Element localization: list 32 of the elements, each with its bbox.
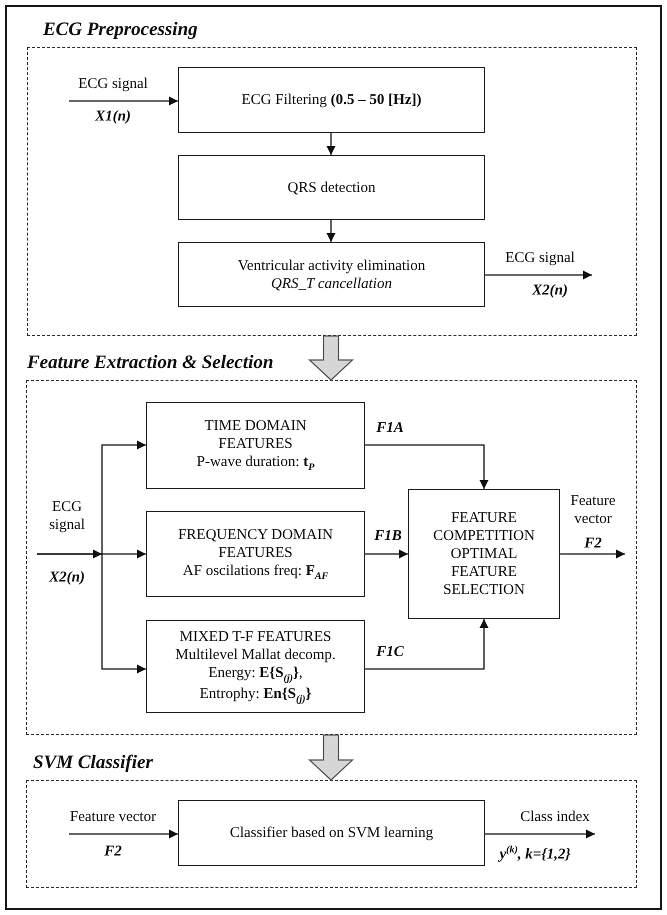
process-box: ECG Filtering (0.5 – 50 [Hz])	[178, 67, 485, 133]
signal-name: y$^{(k)}$, k={1,2}	[499, 846, 571, 864]
edge-label: ECG signal	[78, 75, 148, 93]
signal-name: X1(n)	[95, 108, 131, 126]
signal-name: F2	[584, 536, 602, 552]
arrow	[326, 133, 336, 155]
arrow	[326, 220, 336, 242]
arrow	[485, 270, 592, 280]
process-box: FEATURE COMPETITION OPTIMAL FEATURE SELECTION	[408, 489, 560, 619]
process-box: QRS detection	[178, 155, 485, 220]
section-heading: SVM Classifier	[33, 751, 153, 775]
arrow	[69, 96, 178, 106]
block-arrow	[308, 335, 354, 381]
section-heading: Feature Extraction & Selection	[27, 351, 274, 375]
arrow	[560, 550, 625, 558]
signal-name: X2(n)	[532, 282, 568, 300]
arrow	[365, 444, 488, 489]
process-box: FREQUENCY DOMAIN FEATURES AF oscilations freq: F$_{AF}$	[146, 511, 365, 597]
signal-name: X2(n)	[49, 570, 85, 586]
arrow	[485, 830, 595, 838]
section-heading: ECG Preprocessing	[43, 18, 198, 42]
signal-name: F2	[104, 844, 122, 860]
edge-label: ECG signal	[505, 249, 575, 267]
process-box: Ventricular activity elimination QRS_T cancellation	[178, 242, 485, 307]
arrow	[365, 619, 488, 670]
block-arrow	[308, 734, 354, 781]
process-box: TIME DOMAIN FEATURES P-wave duration: t$_{P}$	[146, 402, 365, 489]
process-box: MIXED T-F FEATURES Multilevel Mallat decomp. Energy: E{S$_{(j)}$}, Entrophy: En{S$_{(j)}$}	[146, 620, 365, 713]
arrow	[69, 830, 178, 838]
arrow	[365, 550, 408, 558]
arrow	[37, 553, 146, 674]
process-box: Classifier based on SVM learning	[178, 800, 485, 866]
